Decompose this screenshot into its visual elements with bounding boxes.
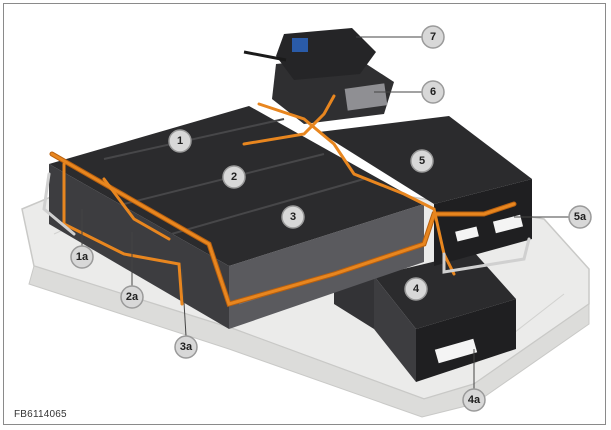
leader-lines — [81, 36, 569, 389]
callout-7-label: 7 — [430, 31, 436, 43]
callout-3: 3 — [281, 205, 305, 229]
callout-2: 2 — [222, 165, 246, 189]
callout-4a: 4a — [462, 388, 486, 412]
callout-7: 7 — [421, 25, 445, 49]
callout-1a: 1a — [70, 245, 94, 269]
callout-1a-label: 1a — [76, 251, 89, 263]
battery-illustration: 1 2 3 4 5 6 7 1a — [21, 25, 592, 418]
callout-3a: 3a — [174, 335, 198, 359]
callout-5a: 5a — [568, 205, 592, 229]
callout-2a: 2a — [120, 285, 144, 309]
callout-1-label: 1 — [177, 135, 183, 147]
callout-4: 4 — [404, 277, 428, 301]
callout-5-label: 5 — [419, 155, 425, 167]
callout-2a-label: 2a — [126, 291, 139, 303]
figure-id: FB6114065 — [14, 409, 67, 420]
callout-3-label: 3 — [290, 211, 296, 223]
callout-5: 5 — [410, 149, 434, 173]
callout-1: 1 — [168, 129, 192, 153]
callout-4a-label: 4a — [468, 394, 481, 406]
control-unit-7 — [243, 28, 376, 80]
callout-2-label: 2 — [231, 171, 237, 183]
diagram-frame: 1 2 3 4 5 6 7 1a — [3, 3, 606, 425]
callout-3a-label: 3a — [180, 341, 193, 353]
callout-6: 6 — [421, 80, 445, 104]
callouts: 1 2 3 4 5 6 7 1a — [70, 25, 592, 412]
callout-6-label: 6 — [430, 86, 436, 98]
callout-4-label: 4 — [413, 283, 420, 295]
callout-5a-label: 5a — [574, 211, 587, 223]
hv-cables — [42, 94, 531, 308]
